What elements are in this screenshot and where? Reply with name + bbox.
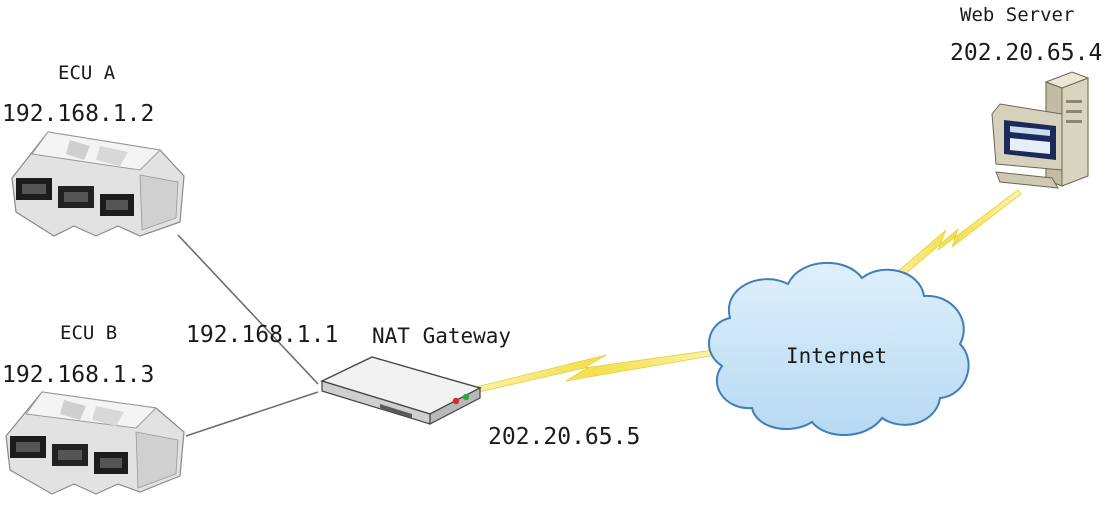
wireless-link-gateway-internet bbox=[471, 349, 717, 394]
link-ecu-a-gateway bbox=[177, 234, 319, 385]
gateway-led-red bbox=[452, 397, 460, 405]
gateway-wan-ip: 202.20.65.5 bbox=[488, 424, 641, 450]
internet-cloud-icon bbox=[708, 261, 970, 436]
ecu-b-label: ECU B bbox=[60, 322, 118, 344]
gateway-lan-ip: 192.168.1.1 bbox=[186, 322, 339, 348]
web-server-label: Web Server bbox=[960, 4, 1075, 26]
gateway-label: NAT Gateway bbox=[372, 324, 512, 348]
ecu-b-ip: 192.168.1.3 bbox=[2, 362, 155, 388]
link-ecu-b-gateway bbox=[185, 391, 319, 437]
wireless-link-internet-server bbox=[881, 189, 1022, 290]
ecu-b-device-icon bbox=[5, 391, 185, 495]
gateway-led-green bbox=[462, 393, 470, 401]
ecu-a-ip: 192.168.1.2 bbox=[2, 101, 155, 127]
web-server-ip: 202.20.65.4 bbox=[950, 40, 1103, 66]
nat-gateway-device-icon bbox=[320, 356, 482, 425]
web-server-computer-icon bbox=[991, 71, 1090, 189]
ecu-a-device-icon bbox=[11, 131, 185, 237]
ecu-a-label: ECU A bbox=[58, 62, 116, 84]
internet-label: Internet bbox=[786, 344, 888, 368]
